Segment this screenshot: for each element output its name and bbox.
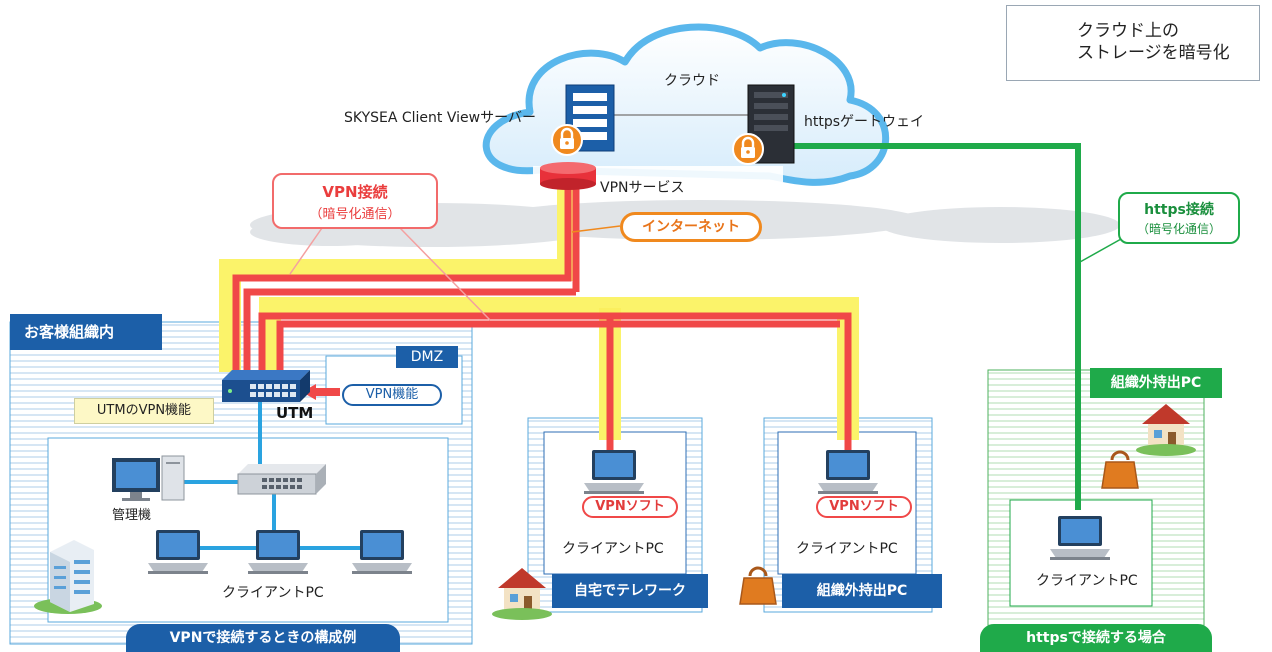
admin-desktop-icon (112, 455, 185, 501)
lan-laptop-icon (148, 530, 208, 574)
gateway-lock-icon (731, 132, 765, 166)
admin-pc-label: 管理機 (112, 508, 152, 523)
vpn-service-icon (540, 162, 596, 190)
vpn-service-label: VPNサービス (600, 180, 685, 196)
gateway-label: httpsゲートウェイ (804, 114, 925, 130)
utm-label: UTM (276, 404, 314, 422)
https-caption: httpsで接続する場合 (980, 624, 1212, 652)
building-icon (34, 540, 102, 614)
https-line (776, 143, 1081, 510)
utm-device-icon (222, 370, 310, 402)
vpn-callout: VPN接続 （暗号化通信） (272, 173, 438, 229)
https-laptop-icon (1050, 516, 1110, 560)
https-zone-title: 組織外持出PC (1090, 368, 1222, 398)
legend: クラウド上の ストレージを暗号化 (1006, 5, 1260, 81)
cloud-title: クラウド (664, 73, 720, 89)
https-callout: https接続 （暗号化通信） (1118, 192, 1240, 244)
https-callout-sub: （暗号化通信） (1136, 222, 1221, 236)
telework-laptop-icon (584, 450, 644, 494)
internet-label: インターネット (620, 212, 762, 242)
telework-title: 自宅でテレワーク (552, 574, 708, 608)
switch-icon (237, 464, 326, 495)
dmz-label: DMZ (396, 346, 458, 368)
vpn-function-label: VPN機能 (342, 384, 442, 406)
gateway-icon (747, 84, 795, 164)
server-label: SKYSEA Client Viewサーバー (344, 110, 536, 126)
utm-vpn-label: UTMのVPN機能 (74, 398, 214, 424)
https-callout-title: https接続 (1144, 202, 1214, 218)
office-caption: VPNで接続するときの構成例 (126, 624, 400, 652)
carryout-client-label: クライアントPC (796, 541, 898, 557)
server-lock-icon (550, 123, 584, 157)
vpn-callout-title: VPN接続 (322, 183, 388, 201)
carryout-laptop-icon (818, 450, 878, 494)
https-client-label: クライアントPC (1036, 573, 1138, 589)
vpn-callout-sub: （暗号化通信） (309, 207, 401, 222)
legend-text: クラウド上の ストレージを暗号化 (1077, 21, 1230, 63)
telework-client-label: クライアントPC (562, 541, 664, 557)
office-title: お客様組織内 (10, 314, 162, 350)
lan-laptop-icon (352, 530, 412, 574)
telework-software-label: VPNソフト (582, 496, 678, 518)
vpn-lines (232, 182, 852, 450)
lan-laptop-icon (248, 530, 308, 574)
carryout-title: 組織外持出PC (782, 574, 942, 608)
carryout-software-label: VPNソフト (816, 496, 912, 518)
cloud-shape (482, 23, 890, 186)
lan-clients-label: クライアントPC (222, 585, 324, 601)
vpn-arrow (302, 384, 340, 400)
